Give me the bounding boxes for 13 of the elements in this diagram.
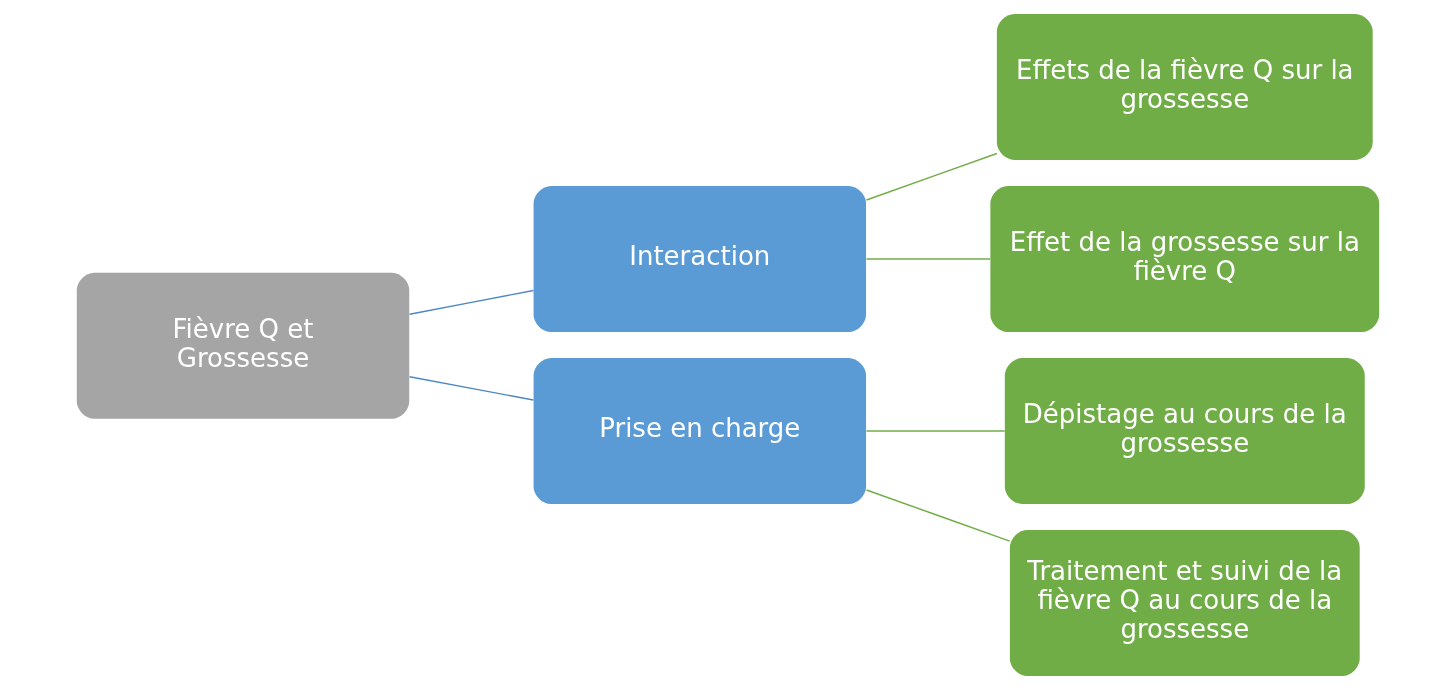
connector: [865, 258, 991, 260]
node-box: Effets de la fièvre Q sur la grossesse: [996, 13, 1373, 160]
connector: [408, 289, 535, 315]
connector: [408, 376, 535, 401]
node-box: Dépistage au cours de la grossesse: [1004, 358, 1365, 504]
node-box: Fièvre Q et Grossesse: [76, 272, 410, 419]
node-box: Prise en charge: [533, 358, 867, 504]
connector: [865, 489, 1011, 542]
node-box: Effet de la grossesse sur la fièvre Q: [990, 186, 1380, 332]
node-box: Traitement et suivi de la fièvre Q au cours de la grossesse: [1009, 530, 1360, 677]
connector: [865, 430, 1006, 432]
connector: [865, 152, 998, 201]
node-box: Interaction: [533, 186, 867, 332]
